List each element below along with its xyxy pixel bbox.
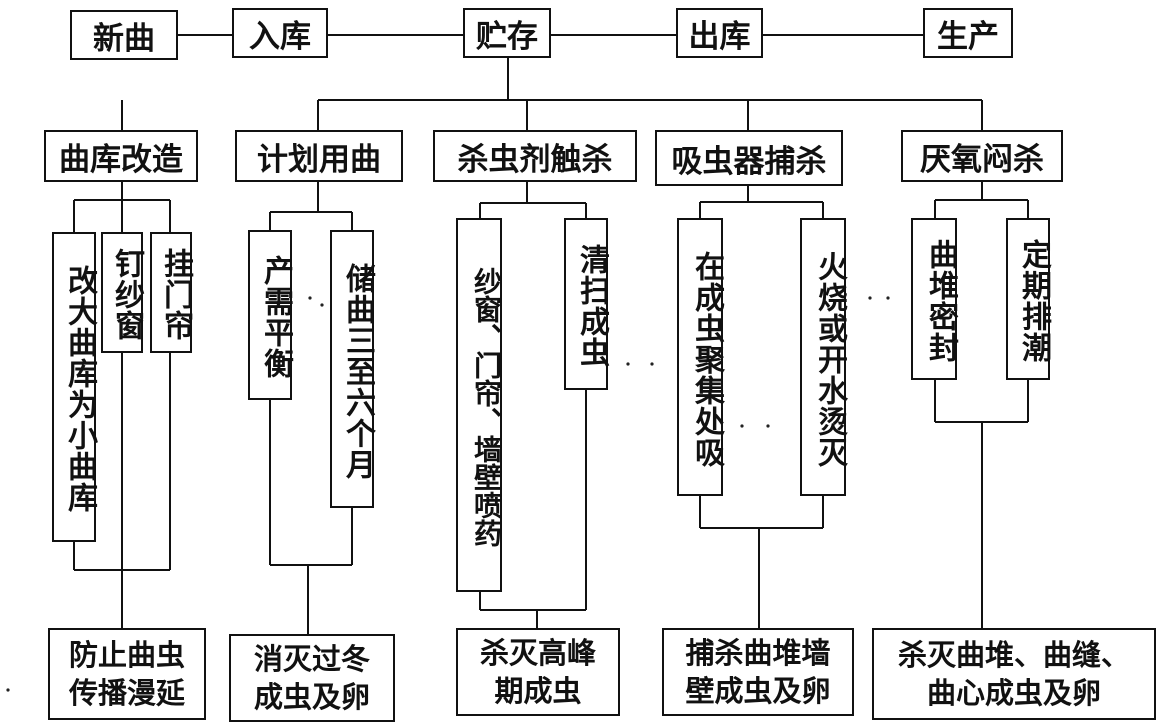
measure-vacuum-gathering: 在成虫聚集处吸 — [677, 218, 724, 496]
result-prevent-spread: 防止曲虫 传播漫延 — [48, 628, 206, 720]
stage-storage: 贮存 — [463, 8, 551, 58]
result-capture-pile-wall: 捕杀曲堆墙 壁成虫及卵 — [662, 628, 854, 716]
result-kill-peak-adults: 杀灭高峰 期成虫 — [456, 628, 620, 716]
measure-store-months: 储曲三至六个月 — [330, 230, 375, 508]
measure-nail-screen: 钉纱窗 — [101, 232, 144, 353]
measure-regular-venting: 定期排潮 — [1006, 218, 1051, 380]
stage-out: 出库 — [676, 8, 763, 58]
method-warehouse-rebuild: 曲库改造 — [44, 130, 198, 182]
result-eliminate-overwintering: 消灭过冬 成虫及卵 — [229, 634, 395, 722]
method-insecticide-contact: 杀虫剂触杀 — [433, 130, 637, 182]
stage-new-qu: 新曲 — [70, 10, 178, 60]
stage-production: 生产 — [923, 8, 1013, 58]
method-planned-use: 计划用曲 — [235, 130, 403, 182]
method-anaerobic-kill: 厌氧闷杀 — [901, 130, 1063, 182]
result-kill-pile-crack-core: 杀灭曲堆、曲缝、 曲心成虫及卵 — [872, 628, 1156, 720]
measure-supply-balance: 产需平衡 — [248, 230, 293, 400]
measure-fire-or-boiling-water: 火烧或开水烫灭 — [800, 218, 847, 496]
measure-seal-pile: 曲堆密封 — [911, 218, 958, 380]
measure-small-warehouse: 改大曲库为小曲库 — [52, 232, 97, 542]
measure-hang-curtain: 挂门帘 — [150, 232, 193, 353]
measure-spray-screens-walls: 纱窗、门帘、墙壁喷药 — [456, 218, 503, 592]
stage-storage-in: 入库 — [232, 8, 328, 58]
measure-sweep-adults: 清扫成虫 — [564, 218, 609, 390]
method-vacuum-capture: 吸虫器捕杀 — [655, 130, 843, 186]
